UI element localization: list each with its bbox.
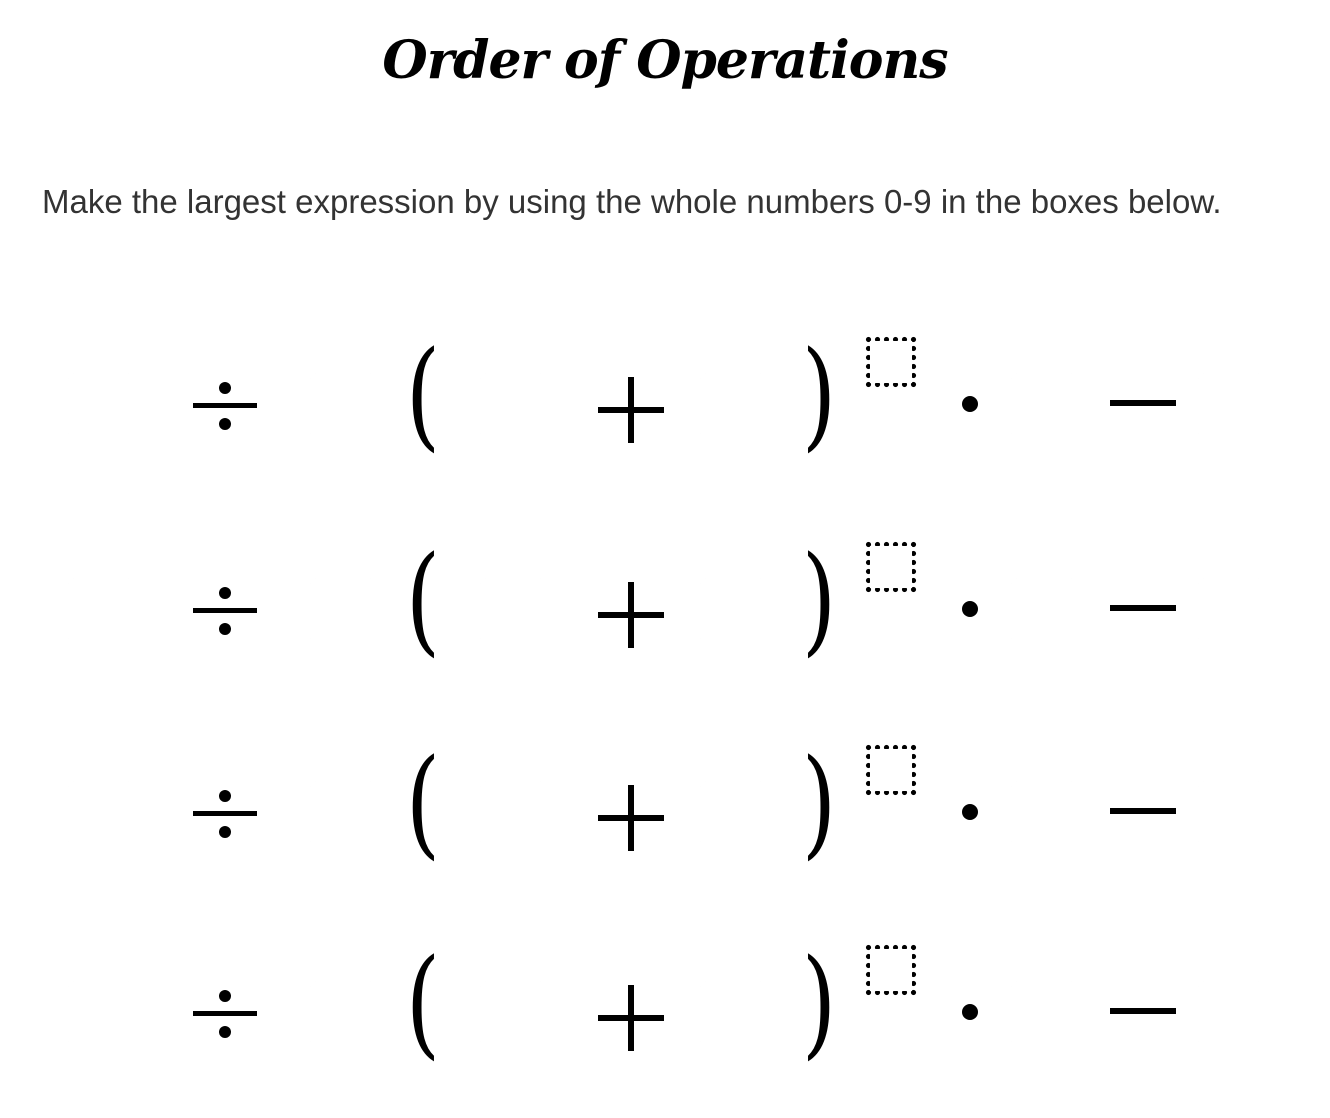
box-factor[interactable] bbox=[1003, 773, 1085, 855]
divide-bar bbox=[193, 608, 257, 613]
box-addend-2[interactable] bbox=[692, 365, 774, 447]
page-title: Order of Operations bbox=[382, 30, 948, 91]
multiply-dot bbox=[962, 804, 978, 820]
divide-dot bbox=[219, 826, 231, 838]
box-addend-2[interactable] bbox=[692, 773, 774, 855]
box-divisor[interactable] bbox=[302, 773, 384, 855]
plus-stroke bbox=[628, 985, 634, 1051]
divide-sign bbox=[193, 579, 257, 643]
box-exponent[interactable] bbox=[864, 335, 918, 389]
box-factor[interactable] bbox=[1003, 973, 1085, 1055]
minus-sign bbox=[1110, 400, 1176, 406]
box-subtrahend[interactable] bbox=[1190, 973, 1272, 1055]
divide-dot bbox=[219, 790, 231, 802]
multiply-dot bbox=[962, 601, 978, 617]
divide-dot bbox=[219, 418, 231, 430]
divide-dot bbox=[219, 623, 231, 635]
box-addend-1[interactable] bbox=[472, 570, 554, 652]
expression-row: () bbox=[0, 535, 1330, 675]
box-dividend[interactable] bbox=[60, 570, 142, 652]
divide-sign bbox=[193, 374, 257, 438]
box-exponent[interactable] bbox=[864, 540, 918, 594]
multiply-dot bbox=[962, 396, 978, 412]
plus-sign bbox=[598, 582, 664, 648]
box-exponent[interactable] bbox=[864, 943, 918, 997]
expression-row: () bbox=[0, 738, 1330, 878]
box-dividend[interactable] bbox=[60, 773, 142, 855]
minus-sign bbox=[1110, 1008, 1176, 1014]
box-addend-1[interactable] bbox=[472, 973, 554, 1055]
divide-sign bbox=[193, 782, 257, 846]
box-divisor[interactable] bbox=[302, 570, 384, 652]
box-addend-1[interactable] bbox=[472, 773, 554, 855]
multiply-dot bbox=[962, 1004, 978, 1020]
plus-sign bbox=[598, 377, 664, 443]
divide-bar bbox=[193, 1011, 257, 1016]
box-divisor[interactable] bbox=[302, 365, 384, 447]
divide-sign bbox=[193, 982, 257, 1046]
box-addend-2[interactable] bbox=[692, 973, 774, 1055]
box-dividend[interactable] bbox=[60, 973, 142, 1055]
open-paren: ( bbox=[405, 325, 441, 463]
close-paren: ) bbox=[801, 325, 837, 463]
box-subtrahend[interactable] bbox=[1190, 570, 1272, 652]
divide-dot bbox=[219, 1026, 231, 1038]
box-addend-1[interactable] bbox=[472, 365, 554, 447]
divide-dot bbox=[219, 382, 231, 394]
open-paren: ( bbox=[405, 933, 441, 1071]
plus-sign bbox=[598, 785, 664, 851]
plus-stroke bbox=[628, 785, 634, 851]
divide-dot bbox=[219, 587, 231, 599]
plus-stroke bbox=[628, 582, 634, 648]
divide-bar bbox=[193, 403, 257, 408]
plus-sign bbox=[598, 985, 664, 1051]
close-paren: ) bbox=[801, 733, 837, 871]
expression-row: () bbox=[0, 330, 1330, 470]
open-paren: ( bbox=[405, 530, 441, 668]
box-divisor[interactable] bbox=[302, 973, 384, 1055]
box-addend-2[interactable] bbox=[692, 570, 774, 652]
divide-bar bbox=[193, 811, 257, 816]
box-subtrahend[interactable] bbox=[1190, 365, 1272, 447]
expression-row: () bbox=[0, 938, 1330, 1078]
close-paren: ) bbox=[801, 530, 837, 668]
box-factor[interactable] bbox=[1003, 570, 1085, 652]
instructions-text: Make the largest expression by using the… bbox=[42, 183, 1222, 220]
divide-dot bbox=[219, 990, 231, 1002]
box-factor[interactable] bbox=[1003, 365, 1085, 447]
box-exponent[interactable] bbox=[864, 743, 918, 797]
open-paren: ( bbox=[405, 733, 441, 871]
plus-stroke bbox=[628, 377, 634, 443]
close-paren: ) bbox=[801, 933, 837, 1071]
box-dividend[interactable] bbox=[60, 365, 142, 447]
minus-sign bbox=[1110, 808, 1176, 814]
box-subtrahend[interactable] bbox=[1190, 773, 1272, 855]
minus-sign bbox=[1110, 605, 1176, 611]
